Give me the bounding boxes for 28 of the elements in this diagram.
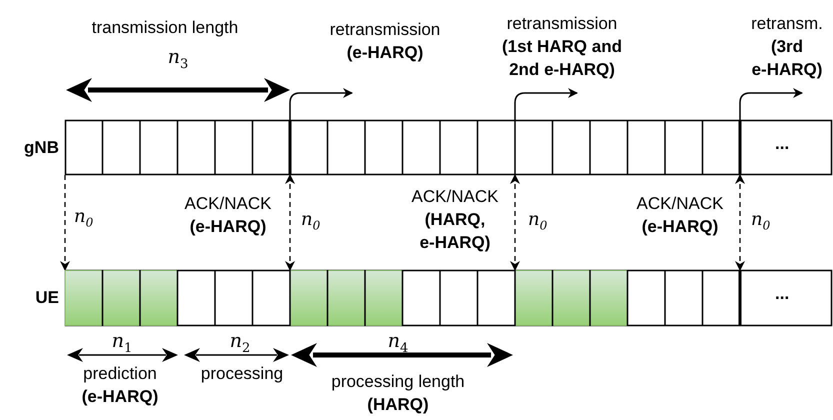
ellipsis-text: ...: [775, 134, 790, 154]
annotation-text: (e-HARQ): [346, 42, 424, 64]
dimension-label: n$_{1}$: [110, 330, 134, 358]
annotation-text: ACK/NACK (e-HARQ): [184, 193, 272, 238]
annotation-text: processing length (HARQ): [330, 371, 466, 416]
dashed-arrow: [510, 174, 520, 271]
row-label: UE: [35, 288, 59, 308]
annotation-text: processing: [200, 363, 284, 385]
annotation-text: retransmission: [328, 19, 442, 41]
dimension-label: n$_{4}$: [386, 330, 410, 358]
annotation-text: ACK/NACK (e-HARQ): [636, 193, 724, 238]
annotation-text: (1st HARQ and 2nd e-HARQ): [501, 36, 623, 81]
row-label: gNB: [24, 138, 59, 158]
annotation-text: ACK/NACK (HARQ, e-HARQ): [410, 186, 500, 254]
annotation-text: retransm.: [750, 13, 824, 35]
ellipsis-text: ...: [775, 284, 790, 304]
dashed-arrow: [60, 175, 70, 271]
arrow: [739, 88, 803, 120]
heading-text: transmission length: [90, 17, 240, 39]
annotation-text: (3rd e-HARQ): [750, 36, 824, 81]
arrow: [289, 88, 353, 120]
dashed-arrow: [735, 174, 745, 271]
annotation-text: retransmission: [506, 13, 618, 35]
arrow: [514, 88, 578, 120]
dimension-label: n$_{3}$: [166, 46, 190, 74]
dimension-label: n$_{2}$: [228, 330, 252, 358]
annotation-text: prediction (e-HARQ): [80, 363, 160, 408]
dashed-arrow: [285, 174, 295, 271]
